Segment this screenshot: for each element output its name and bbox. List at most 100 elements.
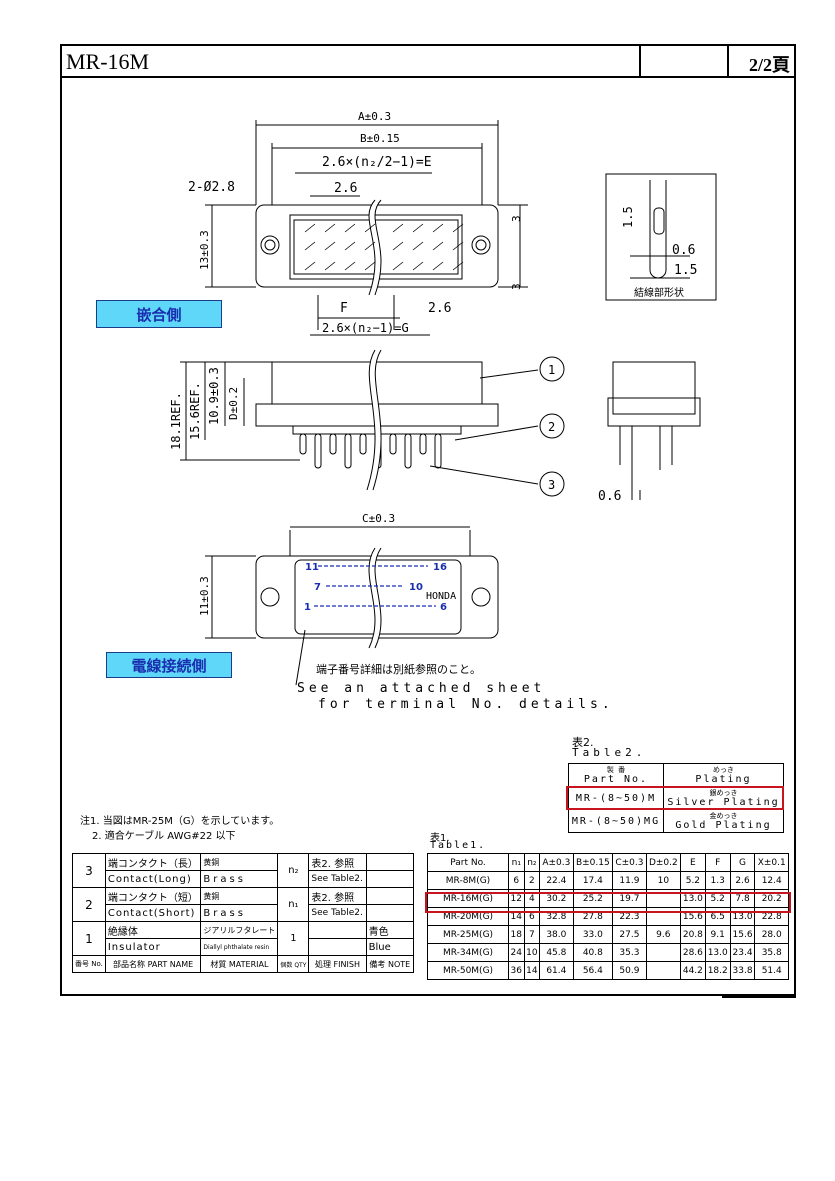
table1-head-cell: n₁ — [508, 853, 525, 872]
contact-pin — [404, 433, 412, 469]
dim-g: 2.6×(n₂−1)=G — [322, 321, 409, 335]
contact-mark — [304, 261, 316, 271]
table1-cell: 33.8 — [729, 961, 756, 980]
contact-mark — [324, 241, 336, 251]
dim-a: A±0.3 — [358, 110, 391, 123]
table1-cell: 17.4 — [572, 871, 614, 890]
table1-cell: 33.0 — [572, 925, 614, 944]
contact-mark — [432, 223, 444, 233]
callout-3: 3 — [548, 478, 555, 492]
table1-head-cell: B±0.15 — [572, 853, 614, 872]
pin-label-11: 11 — [305, 562, 319, 573]
dim-foot: 0.6 — [598, 489, 621, 504]
pin-label-16: 16 — [433, 562, 447, 573]
table1-cell: 11.9 — [612, 871, 647, 890]
table1-cell: 28.6 — [679, 943, 706, 962]
dim-ht109: 10.9±0.3 — [207, 367, 221, 425]
terminal-note-en1: See an attached sheet — [297, 681, 546, 696]
contact-pin — [434, 433, 442, 469]
parts-cell: ジアリルフタレート — [200, 921, 279, 939]
dim-h3a: 3 — [510, 215, 523, 222]
contact-mark — [324, 261, 336, 271]
wire-side-view — [205, 526, 499, 686]
contact-pin — [419, 433, 427, 455]
dim-t06: 0.6 — [672, 243, 695, 258]
parts-cell: n₂ — [277, 853, 310, 888]
contact-mark — [392, 223, 404, 233]
table1-cell: 61.4 — [539, 961, 574, 980]
parts-cell — [365, 853, 415, 871]
parts-cell: 端コンタクト（短） — [104, 887, 202, 905]
parts-cell: 1 — [277, 921, 310, 956]
contact-pin — [314, 433, 322, 469]
contact-mark — [412, 261, 424, 271]
dim-ht181: 18.1REF. — [169, 392, 183, 450]
dim-c: C±0.3 — [362, 512, 395, 525]
parts-head-note: 備考 NOTE — [365, 955, 415, 973]
table1-head-cell: C±0.3 — [612, 853, 647, 872]
dim-d: D±0.2 — [227, 387, 240, 420]
parts-cell: 青色 — [365, 921, 415, 939]
table2-title-en: Table2. — [572, 746, 647, 759]
table1-cell: 27.5 — [612, 925, 647, 944]
table1-head-cell: X±0.1 — [754, 853, 789, 872]
dim-e: 2.6×(n₂/2−1)=E — [322, 155, 432, 170]
table1-cell: 50.9 — [612, 961, 647, 980]
table1-cell: 35.3 — [612, 943, 647, 962]
table2-cell: MR-(8~50)MG — [568, 809, 664, 833]
table1-cell: 2 — [523, 871, 541, 890]
table1-head-cell: n₂ — [523, 853, 541, 872]
table1-cell: MR-34M(G) — [427, 943, 509, 962]
page-number: 2/2頁 — [748, 55, 790, 75]
table1-cell: 22.4 — [539, 871, 574, 890]
contact-mark — [344, 223, 356, 233]
parts-cell — [308, 921, 367, 939]
parts-head-fin: 処理 FINISH — [308, 955, 367, 973]
contact-mark — [392, 241, 404, 251]
technical-drawing: A±0.3 B±0.15 2.6×(n₂/2−1)=E 2-Ø2.8 2.6 1… — [169, 110, 717, 686]
terminal-note-jp: 端子番号詳細は別紙参照のこと。 — [316, 663, 481, 676]
table1-cell: MR-50M(G) — [427, 961, 509, 980]
table1-head-cell: A±0.3 — [539, 853, 574, 872]
parts-cell: See Table2. — [308, 870, 367, 888]
table1-cell: 51.4 — [754, 961, 789, 980]
table1-cell: 10 — [645, 871, 681, 890]
parts-cell — [365, 904, 415, 922]
contact-mark — [432, 261, 444, 271]
table1-head-cell: D±0.2 — [645, 853, 681, 872]
table1-cell: 23.4 — [729, 943, 756, 962]
drawing-title: MR-16M — [66, 49, 150, 74]
parts-head-qty: 個数 QTY — [277, 955, 310, 973]
dim-ht156: 15.6REF. — [188, 382, 202, 440]
pin-label-6: 6 — [440, 602, 447, 613]
contact-pin — [344, 433, 352, 469]
contact-mark — [412, 223, 424, 233]
wire-side-tag: 電線接続側 — [106, 652, 232, 678]
dim-t15b: 1.5 — [674, 263, 697, 278]
table1-cell: 18 — [508, 925, 525, 944]
table1-cell: 36 — [508, 961, 525, 980]
mating-side-view — [255, 197, 499, 297]
contact-mark — [364, 261, 376, 271]
contact-pin — [359, 433, 367, 455]
table1-cell: 20.8 — [679, 925, 706, 944]
parts-head-mat: 材質 MATERIAL — [200, 955, 279, 973]
parts-cell: Brass — [200, 904, 279, 922]
parts-cell: 1 — [72, 921, 106, 956]
table1-cell: 12.4 — [754, 871, 789, 890]
title-bar: MR-16M 2/2頁 — [62, 46, 794, 78]
table2-title-jp: 表2. — [572, 736, 594, 749]
parts-cell: 絶縁体 — [104, 921, 202, 939]
contact-pin — [389, 433, 397, 455]
dim-b: B±0.15 — [360, 132, 400, 145]
dim-h13: 13±0.3 — [198, 230, 211, 270]
table1-cell: MR-8M(G) — [427, 871, 509, 890]
contact-mark — [304, 223, 316, 233]
table1-cell: 18.2 — [704, 961, 731, 980]
contact-pin — [329, 433, 337, 455]
